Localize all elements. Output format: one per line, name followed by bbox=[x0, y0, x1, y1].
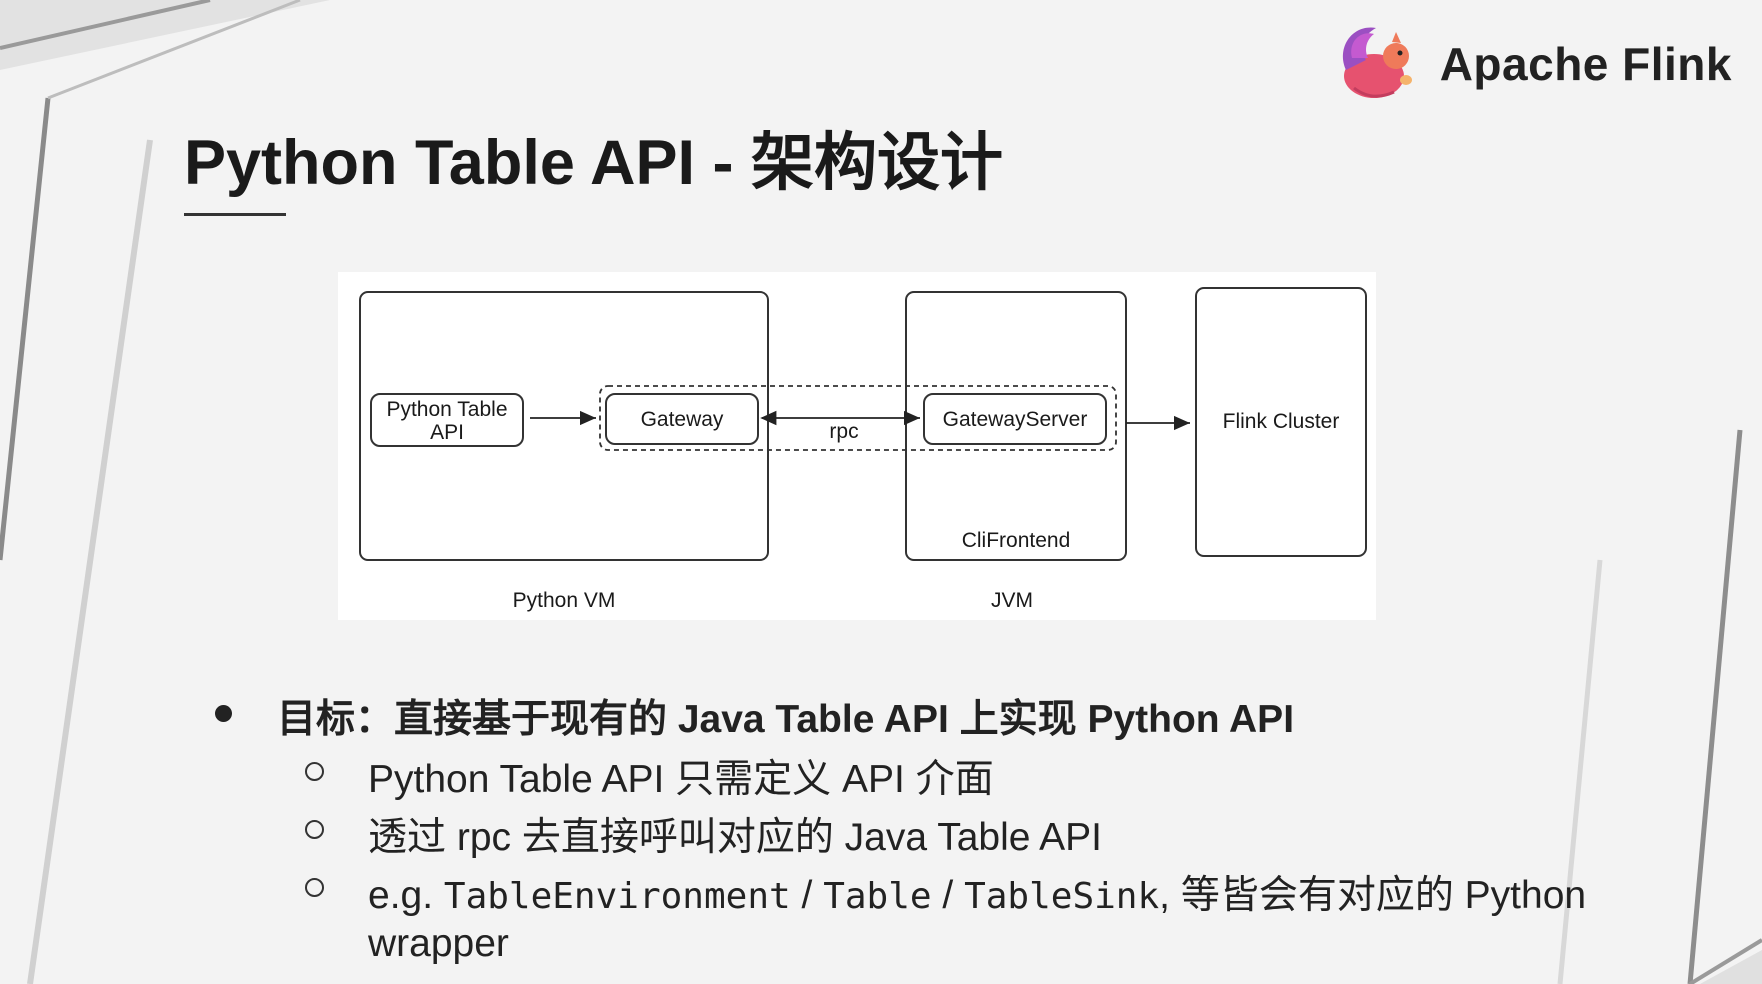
flink-cluster-box bbox=[1195, 287, 1367, 557]
sub-bullet-ring bbox=[305, 878, 324, 897]
sub-bullet-3: e.g. TableEnvironment / Table / TableSin… bbox=[368, 864, 1586, 920]
architecture-diagram: Python Table API Gateway GatewayServer F… bbox=[338, 272, 1376, 620]
bullet-dot bbox=[215, 705, 232, 722]
jvm-label: JVM bbox=[991, 589, 1033, 612]
sub-bullet-3-sep-2: / bbox=[931, 874, 965, 917]
bullet-main: 目标：直接基于现有的 Java Table API 上实现 Python API bbox=[277, 698, 1295, 741]
flink-cluster-label: Flink Cluster bbox=[1223, 410, 1340, 433]
python-vm-label: Python VM bbox=[513, 589, 616, 612]
sub-bullet-2: 透过 rpc 去直接呼叫对应的 Java Table API bbox=[368, 816, 1102, 859]
code-table-sink: TableSink bbox=[964, 876, 1160, 917]
rpc-label: rpc bbox=[829, 420, 858, 443]
gateway-label: Gateway bbox=[641, 408, 724, 431]
gateway-server-node bbox=[923, 393, 1107, 445]
python-vm-box bbox=[359, 291, 769, 561]
python-table-api-label-2: API bbox=[430, 421, 464, 444]
cli-frontend-label: CliFrontend bbox=[962, 529, 1071, 552]
rpc-dashed-region bbox=[599, 385, 1117, 451]
title-underline bbox=[184, 213, 286, 216]
sub-bullet-3-suffix: , 等皆会有对应的 Python bbox=[1159, 874, 1587, 917]
code-table-environment: TableEnvironment bbox=[443, 876, 791, 917]
squirrel-logo-icon bbox=[1332, 18, 1418, 109]
gateway-node bbox=[605, 393, 759, 445]
jvm-box bbox=[905, 291, 1127, 561]
brand-header: Apache Flink bbox=[1332, 18, 1732, 109]
slide-title: Python Table API - 架构设计 bbox=[184, 128, 1004, 198]
sub-bullet-3-sep-1: / bbox=[790, 874, 824, 917]
sub-bullet-ring bbox=[305, 762, 324, 781]
sub-bullet-3-continuation: wrapper bbox=[368, 922, 509, 965]
sub-bullet-ring bbox=[305, 820, 324, 839]
code-table: Table bbox=[823, 876, 932, 917]
python-table-api-label-1: Python Table bbox=[386, 398, 507, 421]
brand-name: Apache Flink bbox=[1439, 37, 1732, 90]
gateway-server-label: GatewayServer bbox=[943, 408, 1088, 431]
sub-bullet-3-prefix: e.g. bbox=[368, 874, 444, 917]
sub-bullet-1: Python Table API 只需定义 API 介面 bbox=[368, 758, 994, 801]
python-table-api-node bbox=[370, 393, 524, 447]
